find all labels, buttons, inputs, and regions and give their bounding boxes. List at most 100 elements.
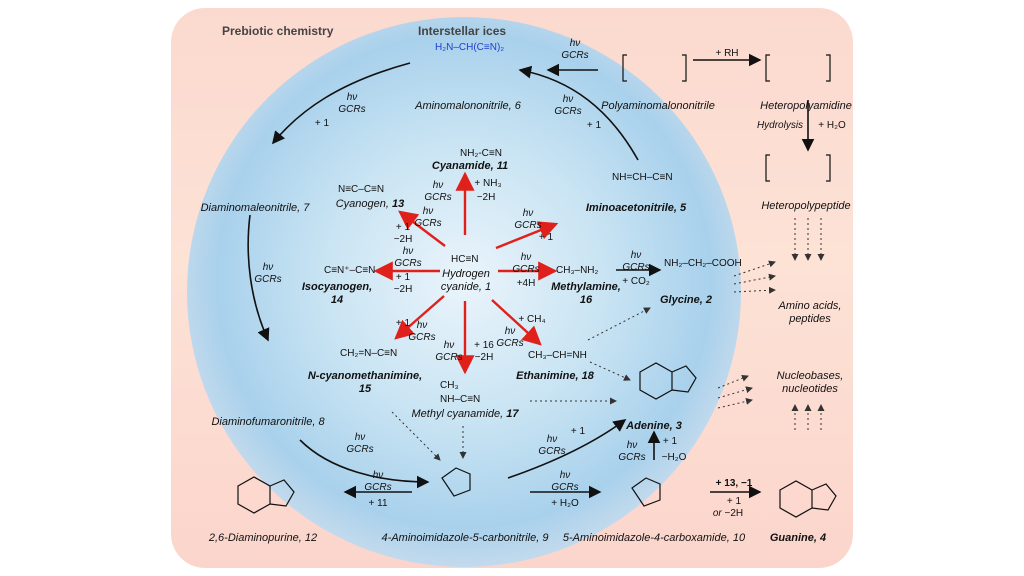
aic-ring — [441, 467, 471, 497]
compound-12-label: 2,6-Diaminopurine, 12 — [208, 532, 318, 544]
cyanamide-structure: NH₂-C≡N — [460, 148, 502, 159]
cond-hydrolysis-h2o: + H₂O — [818, 120, 846, 131]
compound-5-label: Iminoacetonitrile, 5 — [585, 202, 687, 214]
cond-10-3-plus: + 1 — [662, 436, 678, 447]
cond-13-plus: + 1 — [395, 222, 411, 233]
methylcyanamide-ch3: CH₃ — [440, 380, 459, 391]
compound-6-label: Aminomalononitrile, 6 — [415, 100, 521, 112]
cond-10-4-or: or −2H — [712, 508, 744, 519]
cond-16-4h: +4H — [516, 278, 536, 289]
arrow-9-to-3 — [507, 419, 627, 479]
compound-7-label: Diaminomaleonitrile, 7 — [200, 202, 310, 214]
cond-11-m2h: −2H — [476, 192, 496, 203]
interstellar-ices-header: Interstellar ices — [418, 24, 507, 38]
cond-14-m2h: −2H — [393, 284, 413, 295]
polymer-bracket-1 — [622, 54, 687, 82]
compound-9-label: 4-Aminoimidazole-5-carbonitrile, 9 — [381, 532, 549, 544]
cond-9-3-plus: + 1 — [570, 426, 586, 437]
compound-4-label: Guanine, 4 — [769, 532, 827, 544]
compound-8-label: Diaminofumaronitrile, 8 — [211, 416, 325, 428]
polyaminomalononitrile-label: Polyaminomalononitrile — [601, 100, 715, 112]
compound-11-label: Cyanamide, 11 — [431, 160, 509, 172]
ethanimine-structure: CH₃–CH=NH — [528, 350, 587, 361]
cond-9-12-plus: + 11 — [368, 498, 388, 509]
cond-17-m2h: −2H — [474, 352, 494, 363]
arrow-6-to-7 — [271, 62, 411, 145]
arrow-8-to-9 — [299, 439, 430, 489]
cond-10-4-plus: + 1 — [726, 496, 742, 507]
red-arrow-to-15 — [394, 295, 445, 340]
diaminopurine-ring — [237, 476, 295, 514]
polymer-bracket-3 — [765, 154, 831, 182]
amino-acids-label: Amino acids,peptides — [778, 300, 842, 325]
cond-9-10-h2o: + H₂O — [551, 498, 579, 509]
interstellar-ices-region — [187, 17, 741, 567]
aminomalononitrile-structure: H₂N–CH(C≡N)₂ — [435, 42, 505, 53]
compound-14-label: Isocyanogen,14 — [301, 281, 373, 306]
red-arrow-to-13 — [398, 210, 446, 247]
dotted-18-to-2 — [587, 307, 651, 341]
cond-11-nh3: + NH₃ — [474, 178, 502, 189]
cond-15-plus: + 1 — [395, 318, 411, 329]
compound-16-label: Methylamine,16 — [551, 281, 621, 306]
compound-10-label: 5-Aminoimidazole-4-carboxamide, 10 — [562, 532, 746, 544]
prebiotic-chemistry-header: Prebiotic chemistry — [222, 24, 334, 38]
arrow-7-to-8 — [247, 214, 270, 342]
heteropolypeptide-label: Heteropolypeptide — [761, 200, 851, 212]
aica-ring — [631, 477, 661, 507]
compound-2-label: Glycine, 2 — [660, 294, 712, 306]
compound-13-label: Cyanogen, 13 — [335, 198, 405, 210]
hcn-structure: HC≡N — [451, 254, 479, 265]
methylamine-structure: CH₃–NH₂ — [556, 265, 599, 276]
dotted-15-to-9 — [391, 411, 441, 461]
cyanogen-structure: N≡C–C≡N — [338, 184, 385, 195]
cond-rh: + RH — [715, 48, 739, 59]
red-arrow-to-18 — [491, 299, 542, 346]
cond-13-m2h: −2H — [393, 234, 413, 245]
compound-3-label: Adenine, 3 — [626, 420, 682, 432]
polymer-bracket-2 — [765, 54, 831, 82]
isocyanogen-structure: C≡N⁺–C≡N — [324, 265, 376, 276]
cond-5-6-plus: + 1 — [586, 120, 602, 131]
red-arrow-to-5 — [495, 221, 559, 250]
cond-2-co2: + CO₂ — [622, 276, 650, 287]
glycine-structure: NH₂–CH₂–COOH — [664, 258, 742, 269]
cond-17-plus: + 16 — [474, 340, 494, 351]
compound-18-label: Ethanimine, 18 — [516, 370, 594, 382]
cond-14-plus: + 1 — [395, 272, 411, 283]
adenine-ring — [639, 362, 697, 400]
compound-15-label: N-cyanomethanimine,15 — [307, 370, 423, 395]
cond-6-7-plus: + 1 — [314, 118, 330, 129]
cond-10-3-h2o: −H₂O — [661, 452, 687, 463]
arrow-5-to-6 — [518, 65, 639, 161]
cond-5-plus: + 1 — [538, 232, 554, 243]
nucleobases-label: Nucleobases,nucleotides — [776, 370, 844, 395]
cond-10-4-main: + 13, −1 — [715, 478, 753, 489]
cond-18-ch4: + CH₄ — [518, 314, 546, 325]
guanine-ring — [779, 480, 837, 518]
compound-17-label: Methyl cyanamide, 17 — [411, 408, 519, 420]
cond-hydrolysis: Hydrolysis — [756, 120, 804, 131]
dotted-18-to-3 — [589, 361, 631, 381]
cyanomethanimine-structure: CH₂=N–C≡N — [340, 348, 398, 359]
iminoacetonitrile-structure: NH=CH–C≡N — [612, 172, 673, 183]
methylcyanamide-nh: NH–C≡N — [440, 394, 481, 405]
